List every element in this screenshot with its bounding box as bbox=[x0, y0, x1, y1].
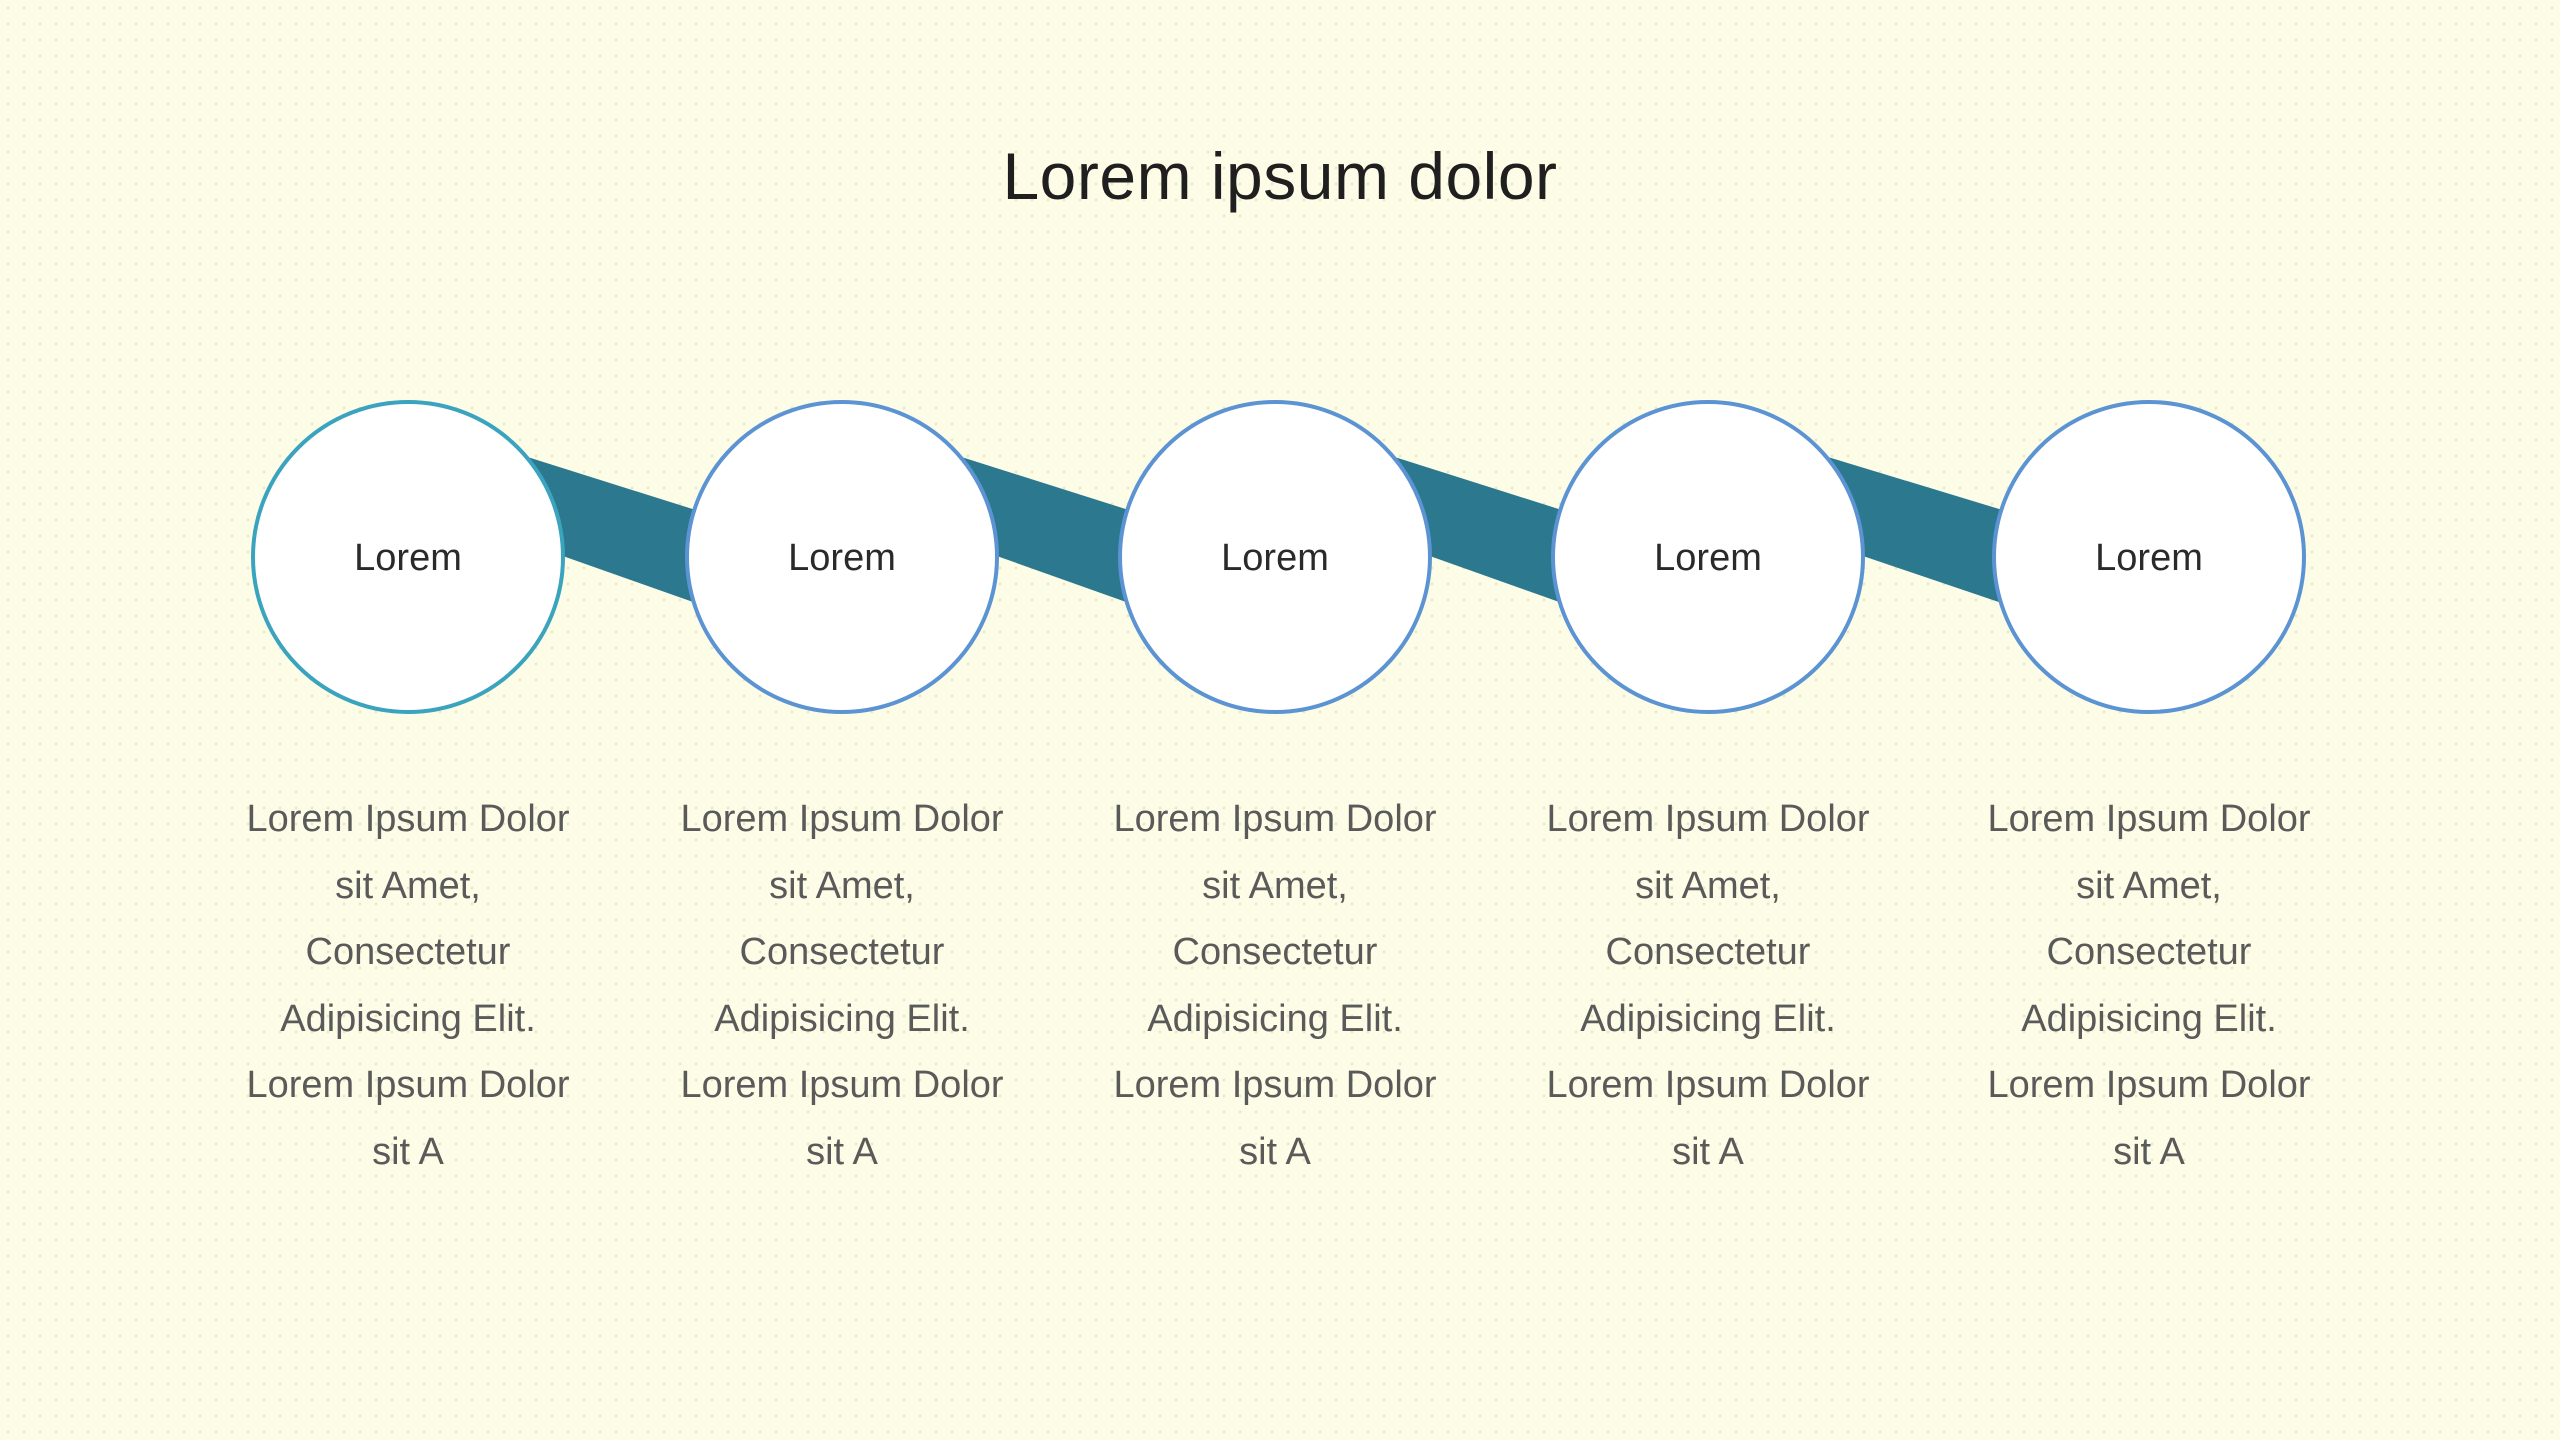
description-line: Consectetur bbox=[305, 931, 511, 974]
description-line: Lorem Ipsum Dolor bbox=[1546, 798, 1870, 840]
description-line: sit A bbox=[1672, 1130, 1744, 1173]
step-node-5: Lorem bbox=[1992, 400, 2306, 714]
description-line: Lorem Ipsum Dolor bbox=[680, 798, 1004, 840]
description-line: Lorem Ipsum Dolor bbox=[1987, 1064, 2311, 1107]
description-line: sit Amet, bbox=[769, 864, 915, 907]
step-circle-4 bbox=[1551, 400, 1865, 714]
step-node-4: Lorem bbox=[1551, 400, 1865, 714]
step-circle-3 bbox=[1118, 400, 1432, 714]
description-line: Lorem Ipsum Dolor bbox=[1987, 798, 2311, 840]
step-circle-1 bbox=[251, 400, 565, 714]
step-node-1: Lorem bbox=[251, 400, 565, 714]
step-node-3: Lorem bbox=[1118, 400, 1432, 714]
connector-ribbon-2 bbox=[952, 454, 1160, 614]
description-line: Consectetur bbox=[1605, 931, 1811, 974]
connector-ribbon-4 bbox=[1818, 454, 2034, 614]
description-line: sit A bbox=[372, 1130, 444, 1173]
description-line: Consectetur bbox=[2046, 931, 2252, 974]
description-line: sit Amet, bbox=[1202, 864, 1348, 907]
description-line: Lorem Ipsum Dolor bbox=[1113, 1064, 1437, 1107]
step-circle-2 bbox=[685, 400, 999, 714]
step-circle-5 bbox=[1992, 400, 2306, 714]
description-line: Lorem Ipsum Dolor bbox=[680, 1064, 1004, 1107]
description-line: Adipisicing Elit. bbox=[2021, 997, 2277, 1040]
slide-title: Lorem ipsum dolor bbox=[1002, 139, 1558, 213]
description-line: Adipisicing Elit. bbox=[1147, 997, 1403, 1040]
connector-ribbon-3 bbox=[1385, 454, 1593, 614]
description-line: sit Amet, bbox=[2076, 864, 2222, 907]
description-line: Adipisicing Elit. bbox=[714, 997, 970, 1040]
step-label-5: Lorem bbox=[2095, 537, 2203, 579]
description-line: Lorem Ipsum Dolor bbox=[246, 798, 570, 840]
description-line: sit Amet, bbox=[335, 864, 481, 907]
description-line: Adipisicing Elit. bbox=[1580, 997, 1836, 1040]
description-line: sit Amet, bbox=[1635, 864, 1781, 907]
connector-ribbon-1 bbox=[518, 454, 727, 614]
step-label-4: Lorem bbox=[1654, 537, 1762, 579]
description-line: Consectetur bbox=[739, 931, 945, 974]
description-line: Lorem Ipsum Dolor bbox=[246, 1064, 570, 1107]
description-line: Lorem Ipsum Dolor bbox=[1113, 798, 1437, 840]
nodes-group: Lorem Lorem Lorem Lorem Lorem bbox=[251, 400, 2306, 714]
description-line: sit A bbox=[2113, 1130, 2185, 1173]
step-node-2: Lorem bbox=[685, 400, 999, 714]
step-label-3: Lorem bbox=[1221, 537, 1329, 579]
description-line: sit A bbox=[806, 1130, 878, 1173]
description-line: Consectetur bbox=[1172, 931, 1378, 974]
step-label-1: Lorem bbox=[354, 537, 462, 579]
description-line: Lorem Ipsum Dolor bbox=[1546, 1064, 1870, 1107]
description-line: Adipisicing Elit. bbox=[280, 997, 536, 1040]
step-label-2: Lorem bbox=[788, 537, 896, 579]
connectors-group bbox=[518, 454, 2034, 614]
description-line: sit A bbox=[1239, 1130, 1311, 1173]
